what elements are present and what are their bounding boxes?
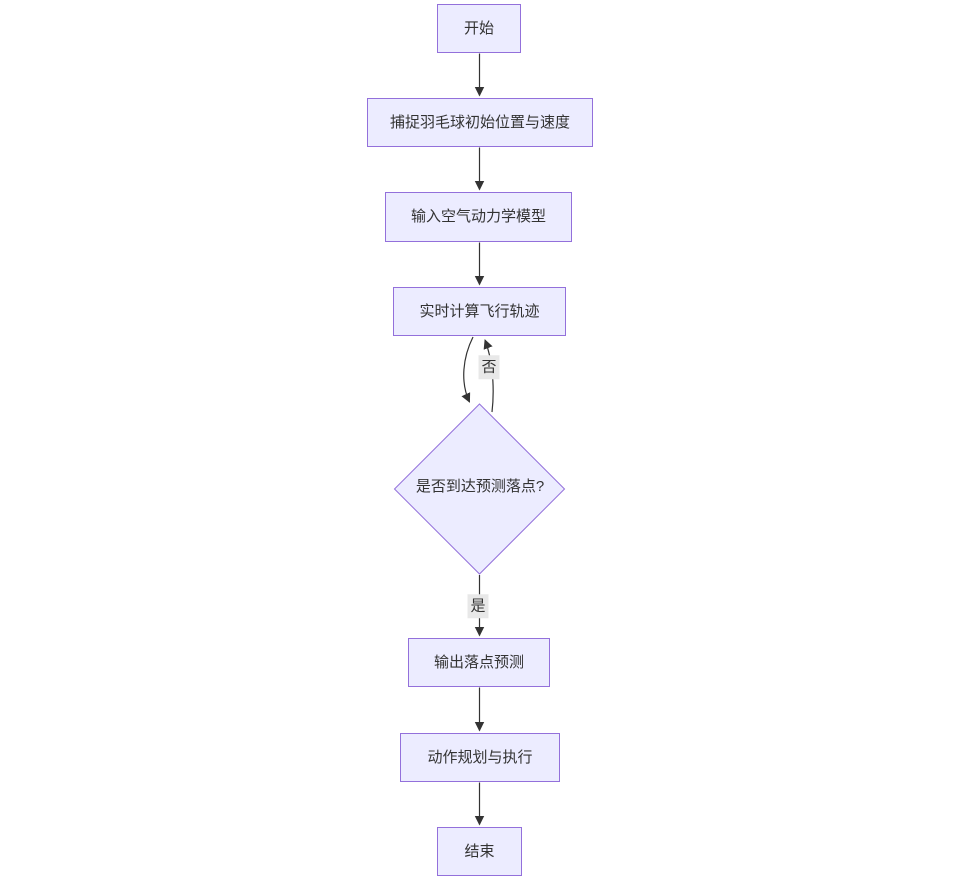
edge-label-no: 否 [478,355,500,379]
node-start: 开始 [437,4,521,53]
node-end: 结束 [437,827,522,876]
edge-compute-to-decision [461,336,474,403]
node-aero-model: 输入空气动力学模型 [385,192,572,242]
node-action-planning: 动作规划与执行 [400,733,560,782]
node-compute-trajectory: 实时计算飞行轨迹 [393,287,566,336]
node-decision-label: 是否到达预测落点? [415,478,545,495]
node-output-prediction: 输出落点预测 [408,638,550,687]
edge-label-yes: 是 [467,594,489,618]
node-capture-initial: 捕捉羽毛球初始位置与速度 [367,98,593,147]
node-decision-shape [393,403,566,575]
